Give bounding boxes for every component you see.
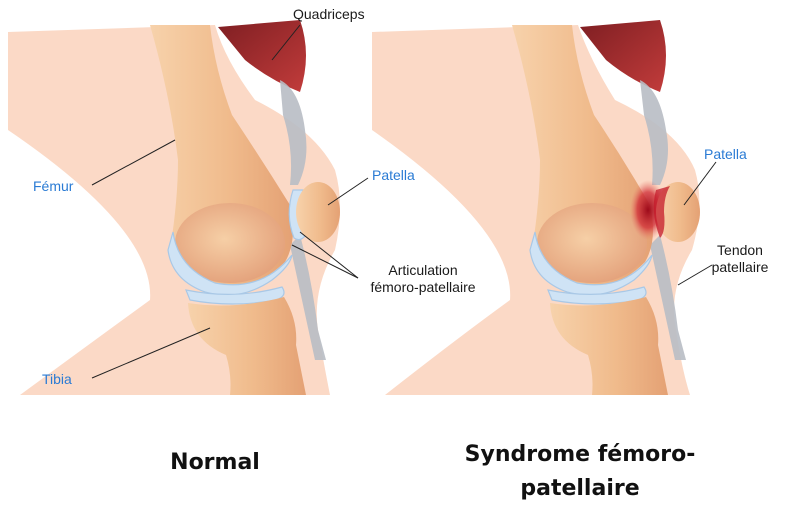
patella-label-right: Patella	[704, 146, 747, 163]
patella-label-left: Patella	[372, 167, 415, 184]
tendon-label-line2: patellaire	[700, 259, 780, 276]
femur-label: Fémur	[33, 178, 73, 195]
caption-syndrome-line2: patellaire	[420, 472, 740, 506]
normal-knee	[8, 20, 340, 395]
caption-syndrome: Syndrome fémoro- patellaire	[420, 438, 740, 506]
articulation-label: Articulation fémoro-patellaire	[358, 262, 488, 296]
caption-syndrome-line1: Syndrome fémoro-	[420, 438, 740, 472]
tibia-label: Tibia	[42, 371, 72, 388]
tendon-label-line1: Tendon	[700, 242, 780, 259]
quadriceps-label: Quadriceps	[293, 6, 365, 23]
articulation-label-line1: Articulation	[358, 262, 488, 279]
tendon-label: Tendon patellaire	[700, 242, 780, 276]
articulation-label-line2: fémoro-patellaire	[358, 279, 488, 296]
syndrome-knee	[372, 20, 700, 395]
patella-bone	[296, 182, 340, 242]
caption-normal: Normal	[120, 446, 310, 480]
